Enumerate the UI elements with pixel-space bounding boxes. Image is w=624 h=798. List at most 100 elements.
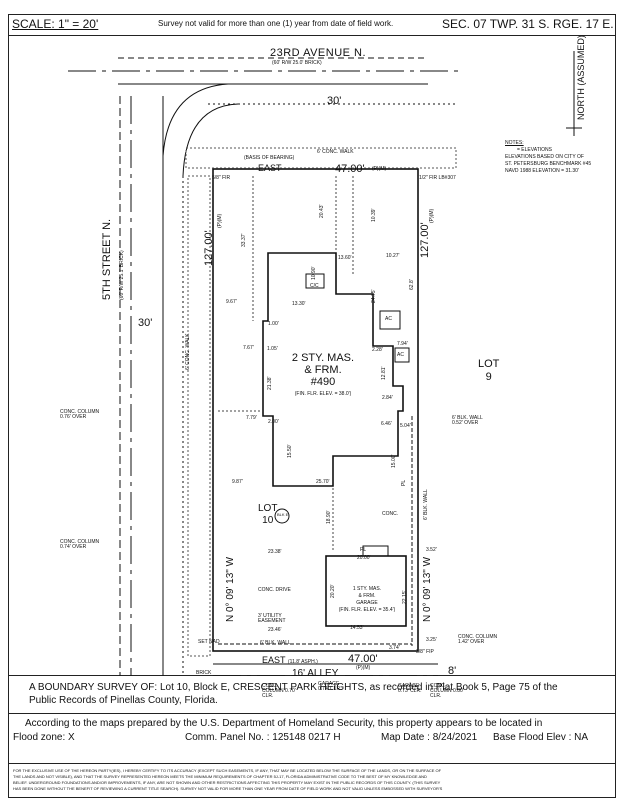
- avenue-half-width: 30': [327, 95, 342, 107]
- north-distance: 47.00': [335, 163, 365, 175]
- alley-asph: (11.8' ASPH.): [288, 659, 318, 665]
- dim-d23: 3.25': [426, 637, 437, 643]
- dim-d13: 7.79': [246, 415, 257, 421]
- corner-nw: 5/8" FIR: [212, 175, 231, 181]
- dim-d14: 2.00': [268, 419, 279, 425]
- street-rw: (60' R/W 25.1' BRICK): [119, 250, 125, 300]
- dim-d6: 7.67': [243, 345, 254, 351]
- east-pm: (P)(M): [429, 208, 435, 223]
- survey-drawing: [68, 51, 582, 676]
- avenue-edges: [68, 57, 458, 105]
- west-bearing: N 0° 09' 13" W: [225, 556, 236, 622]
- south-pm: (P)(M): [356, 665, 371, 671]
- notes-title: NOTES:: [505, 140, 524, 146]
- flood-panel: Comm. Panel No. : 125148 0217 H: [185, 732, 341, 743]
- certification-fine-print: FOR THE EXCLUSIVE USE OF THE HEREON PART…: [8, 764, 616, 798]
- fine-print-text: FOR THE EXCLUSIVE USE OF THE HEREON PART…: [13, 768, 442, 792]
- south-distance: 47.00': [348, 653, 378, 665]
- dim-d11: 6.46': [381, 421, 392, 427]
- survey-caption: A BOUNDARY SURVEY OF: Lot 10, Block E, C…: [8, 676, 616, 714]
- garage-clearance-2: GARAGE 0.73' CLR.: [398, 683, 422, 694]
- header-bar: SCALE: 1" = 20' Survey not valid for mor…: [8, 14, 616, 36]
- garage-line-1: 1 STY. MAS.: [352, 586, 382, 592]
- lot-10-number: 10: [262, 515, 274, 526]
- section-township-range: SEC. 07 TWP. 31 S. RGE. 17 E.: [442, 17, 614, 31]
- dim-d24: 20.43': [319, 204, 325, 218]
- corner-ne: 1/2" FIR LB#307: [419, 175, 456, 181]
- dim-d27: 24.75': [371, 289, 377, 303]
- flood-zone: Flood zone: X: [13, 732, 75, 743]
- avenue-name: 23RD AVENUE N.: [270, 47, 367, 59]
- nw-curb-return-outer: [162, 83, 229, 157]
- north-bearing: EAST: [258, 163, 282, 173]
- dim-d19: 3.52': [426, 547, 437, 553]
- dim-d30: 15.50': [287, 444, 293, 458]
- pl-label: PL: [360, 547, 367, 553]
- fine-line-3: BELIEF. UNDERGROUND FOUNDATIONS AND/OR I…: [13, 780, 441, 785]
- dim-d28: 21.38': [267, 376, 273, 390]
- west-walk-label: 6' CONC. WALK: [185, 333, 191, 370]
- north-walk-label: 6' CONC. WALK: [317, 149, 354, 155]
- caption-text: A BOUNDARY SURVEY OF: Lot 10, Block E, C…: [29, 681, 558, 707]
- dim-d33: 20.20': [330, 584, 336, 598]
- lot-9-label: LOT: [478, 358, 500, 370]
- lot-9-number: 9: [485, 371, 492, 383]
- street-edges: [119, 96, 184, 676]
- dim-d16: 9.87': [232, 479, 243, 485]
- dim-d32: 15.00': [391, 454, 397, 468]
- pl-strip: [362, 545, 389, 557]
- dim-d10: 2.84': [382, 395, 393, 401]
- basis-of-bearing: (BASIS OF BEARING): [244, 155, 295, 161]
- street-name: 5TH STREET N.: [101, 218, 113, 300]
- scale-label: SCALE: 1" = 20': [12, 17, 99, 31]
- dim-d15: 25.70': [316, 479, 330, 485]
- east-wall-label: 6' BLK. WALL: [423, 489, 429, 520]
- west-pm: (P)(M): [217, 213, 223, 228]
- garage-clearance-1: GARAGE 0.74' CLR.: [318, 681, 342, 692]
- conc-label: CONC.: [382, 511, 399, 517]
- dim-d31: 18.90': [326, 510, 332, 524]
- dim-d3: 13.30': [292, 301, 306, 307]
- alley-name: 16' ALLEY: [292, 668, 339, 679]
- dim-d22: 3.74': [389, 645, 400, 651]
- ac-label-1: AC: [385, 316, 392, 322]
- notes-line-2: ELEVATIONS BASED ON CITY OF: [505, 154, 584, 160]
- column-se: CONC. COLUMN 1.42' OVER: [458, 634, 498, 645]
- lot-tag-circle: [274, 508, 290, 524]
- flood-map-date: Map Date : 8/24/2021: [381, 732, 478, 743]
- caption-line-1: A BOUNDARY SURVEY OF: Lot 10, Block E, C…: [29, 682, 558, 693]
- fine-line-2: THE LANDS AND NOT VISIBLE), AND THAT THE…: [13, 774, 427, 779]
- north-walk: [185, 147, 457, 169]
- north-pm: (P)(M): [372, 166, 387, 172]
- flood-bfe: Base Flood Elev : NA: [493, 732, 589, 743]
- lot-boundary: [212, 168, 419, 652]
- south-bearing: EAST: [262, 655, 286, 665]
- dim-d9: 2.28': [372, 347, 383, 353]
- notes-line-4: NAVD 1988 ELEVATION = 31.30': [505, 168, 579, 174]
- dim-d35: 10.90': [311, 266, 317, 280]
- column-west-2: CONC. COLUMN 0.74' OVER: [60, 539, 100, 550]
- north-label: NORTH (ASSUMED): [576, 35, 586, 120]
- garage-line-2: & FRM.: [358, 593, 376, 599]
- utility-easement-label: 3' UTILITY EASEMENT: [258, 613, 286, 624]
- dim-d4: 9.67': [226, 299, 237, 305]
- cc-box: [305, 273, 325, 289]
- house-line-1: 2 STY. MAS.: [291, 352, 355, 364]
- garage-label: 1 STY. MAS. & FRM. GARAGE (FIN. FLR. ELE…: [332, 586, 402, 614]
- notes-line-1: = ELEVATIONS: [517, 147, 552, 153]
- dim-d17: 23.38': [268, 549, 282, 555]
- dim-d2: 10.27': [386, 253, 400, 259]
- dim-d36: 62.8': [409, 279, 415, 290]
- flood-statement: According to the maps prepared by the U.…: [25, 718, 543, 729]
- house-line-2: & FRM.: [304, 364, 342, 376]
- dim-d7: 1.05': [267, 346, 278, 352]
- avenue-rw: (60' R/W 25.0' BRICK): [272, 60, 322, 66]
- pl-label-2: PL: [401, 479, 407, 486]
- garage-elev: (FIN. FLR. ELEV. = 35.4'): [338, 607, 396, 613]
- caption-line-2: Public Records of Pinellas County, Flori…: [29, 695, 218, 706]
- drive-label: CONC. DRIVE: [258, 587, 291, 593]
- east-wall-over-label: 6' BLK. WALL 0.52' OVER: [452, 415, 483, 426]
- house-elev: (FIN. FLR. ELEV. = 38.0'): [294, 391, 352, 397]
- street-half-width: 30': [138, 317, 153, 329]
- dimension-lines: [218, 176, 354, 551]
